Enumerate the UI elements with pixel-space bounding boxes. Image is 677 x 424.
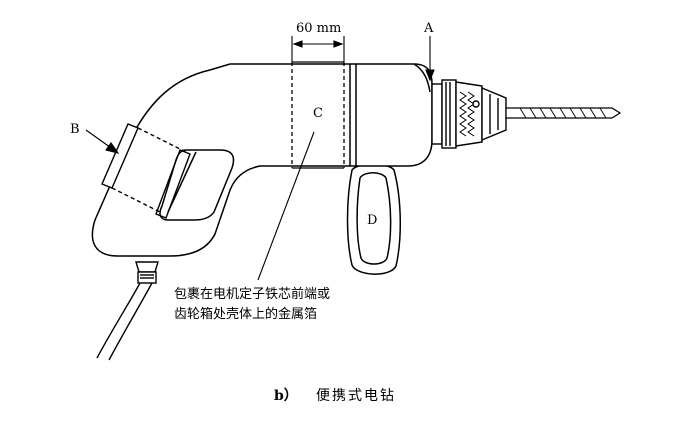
cord-strain-relief [135, 261, 159, 284]
label-b: B [70, 122, 80, 137]
foil-band-b [101, 123, 191, 219]
annotation-leader [257, 131, 315, 281]
grip-handle-d [346, 163, 401, 275]
annotation-line-1: 包裹在电机定子铁芯前端或 [174, 286, 330, 302]
label-d: D [367, 213, 377, 228]
annotation-line-2: 齿轮箱处壳体上的金属箔 [174, 306, 317, 322]
dimension-60mm [291, 36, 345, 62]
drill-chuck [431, 79, 507, 149]
leader-b [85, 129, 120, 154]
drill-bit [505, 107, 622, 119]
caption-prefix: b） [274, 388, 298, 404]
power-cord [96, 282, 153, 361]
label-a: A [423, 21, 434, 36]
dimension-text: 60 mm [296, 21, 341, 36]
caption-title: 便携式电钻 [316, 388, 396, 404]
label-c: C [313, 106, 323, 121]
leader-a [425, 36, 435, 82]
